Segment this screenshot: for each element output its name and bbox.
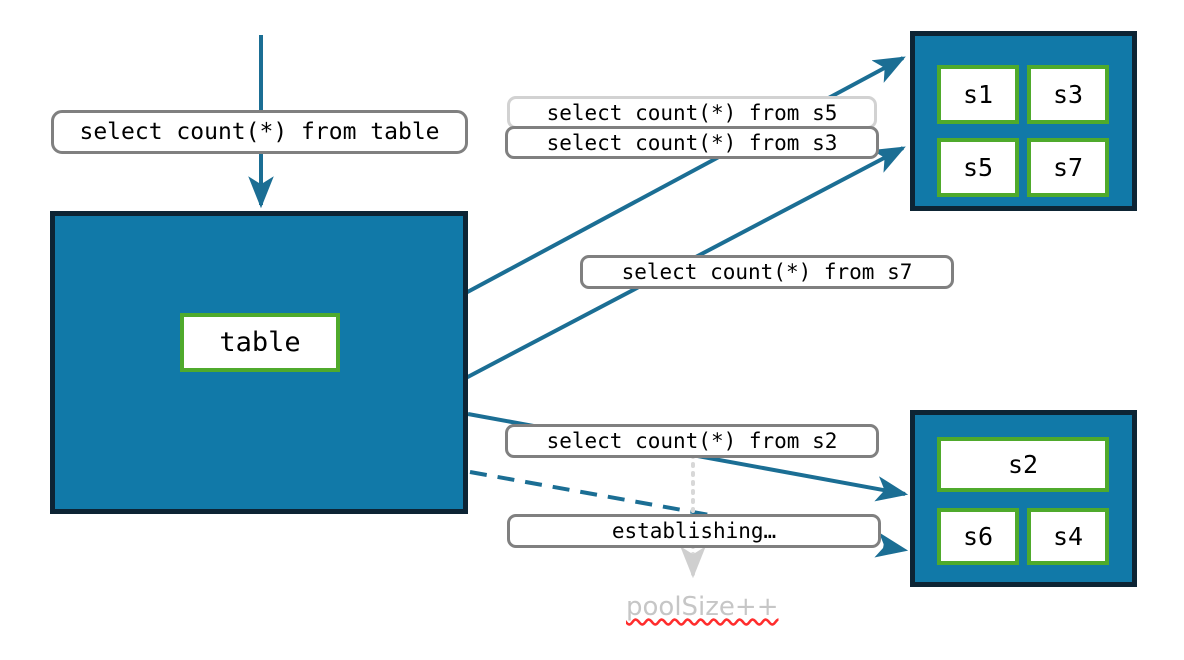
label-poolsize-increment: poolSize++ xyxy=(626,592,779,622)
node-s7[interactable]: s7 xyxy=(1027,138,1109,197)
node-s1[interactable]: s1 xyxy=(937,65,1019,124)
label-select-from-s5[interactable]: select count(*) from s5 xyxy=(507,96,877,129)
node-s5[interactable]: s5 xyxy=(937,138,1019,197)
label-establishing[interactable]: establishing… xyxy=(507,514,881,548)
node-table[interactable]: table xyxy=(180,313,340,372)
label-select-from-s3[interactable]: select count(*) from s3 xyxy=(505,126,879,159)
label-select-from-s2[interactable]: select count(*) from s2 xyxy=(505,424,879,458)
node-s4[interactable]: s4 xyxy=(1027,508,1109,565)
label-select-from-table[interactable]: select count(*) from table xyxy=(51,110,468,154)
label-select-from-s7[interactable]: select count(*) from s7 xyxy=(580,255,954,289)
node-s3[interactable]: s3 xyxy=(1027,65,1109,124)
node-s2[interactable]: s2 xyxy=(937,437,1109,492)
node-s6[interactable]: s6 xyxy=(937,508,1019,565)
